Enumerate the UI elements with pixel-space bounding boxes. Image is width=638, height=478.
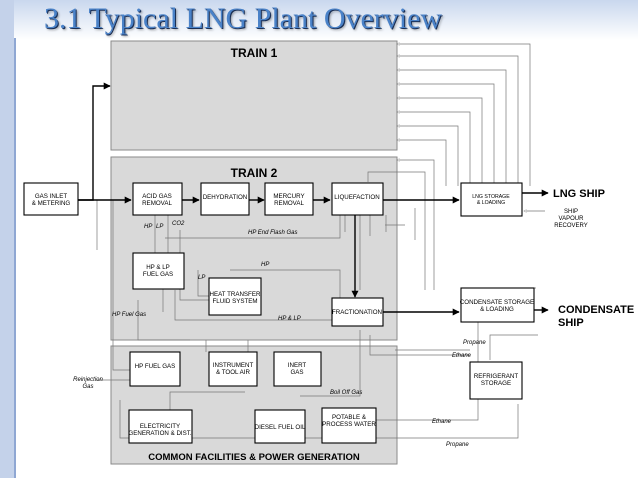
hp-fuel-gas-label: HP FUEL GAS [135,363,176,370]
electricity-box [128,409,193,444]
liquefaction-label: LIQUEFACTION [334,194,379,201]
dehydration-box [200,182,250,216]
lng-storage-label: LNG STORAGE& LOADING [472,194,510,206]
flow-hp-mid-label: HP [261,262,269,268]
mercury-removal-box [264,182,314,216]
refrigerant-storage-box [469,361,523,400]
hp-lp-fuel-gas-box [132,252,185,290]
flow-hp-end-flash-label: HP End Flash Gas [248,230,297,236]
flow-ethane-bottom-label: Ethane [432,419,452,425]
flow-lp-label: LP [156,224,163,230]
potable-water-label: POTABLE &PROCESS WATER [322,414,376,428]
flow-propane-bottom-label: Propane [446,442,469,448]
condensate-storage-box [460,287,535,323]
flow-ethane-top-label: Ethane [452,353,472,359]
lng-storage-box [460,182,523,217]
fractionation-label: FRACTIONATION [332,309,382,316]
train-1-panel [110,40,398,151]
instrument-air-label: INSTRUMENT& TOOL AIR [213,362,254,376]
left-accent-line [14,38,16,478]
flow-boil-off-label: Boil Off Gas [330,390,362,396]
hp-fuel-gas-box [129,351,181,387]
condensate-storage-label: CONDENSATE STORAGE& LOADING [460,299,534,313]
diesel-box [254,409,306,444]
train-2-label: TRAIN 2 [231,166,278,180]
lng-ship-label: LNG SHIP [553,188,605,200]
flow-hp-lp-label: HP & LP [278,316,301,322]
potable-water-box [321,407,377,444]
main-process-arrows [78,82,549,316]
train-1-label: TRAIN 1 [231,46,278,60]
acid-gas-removal-box [132,182,183,216]
gas-inlet-box [23,182,79,216]
instrument-air-box [208,351,258,387]
left-accent-bar [0,0,14,478]
common-facilities-label: COMMON FACILITIES & POWER GENERATION [148,452,360,463]
unit-boxes [23,182,535,444]
gas-inlet-label: GAS INLET& METERING [32,193,71,207]
flow-co2-label: CO2 [172,221,185,227]
fractionation-box [331,297,384,327]
dehydration-label: DEHYDRATION [203,194,248,201]
heat-transfer-box [208,277,262,316]
title-band [0,0,638,40]
recycle-lines [96,44,538,439]
diesel-label: DIESEL FUEL OIL [255,424,306,431]
slide-title: 3.1 Typical LNG Plant Overview [44,2,443,35]
inert-gas-box [273,351,322,387]
flow-hp-label: HP [144,224,152,230]
flow-lp-fuel-label: LP [198,275,205,281]
liquefaction-box [331,182,384,216]
flow-propane-top-label: Propane [463,340,486,346]
flow-hp-fuel-gas-label: HP Fuel Gas [112,312,146,318]
